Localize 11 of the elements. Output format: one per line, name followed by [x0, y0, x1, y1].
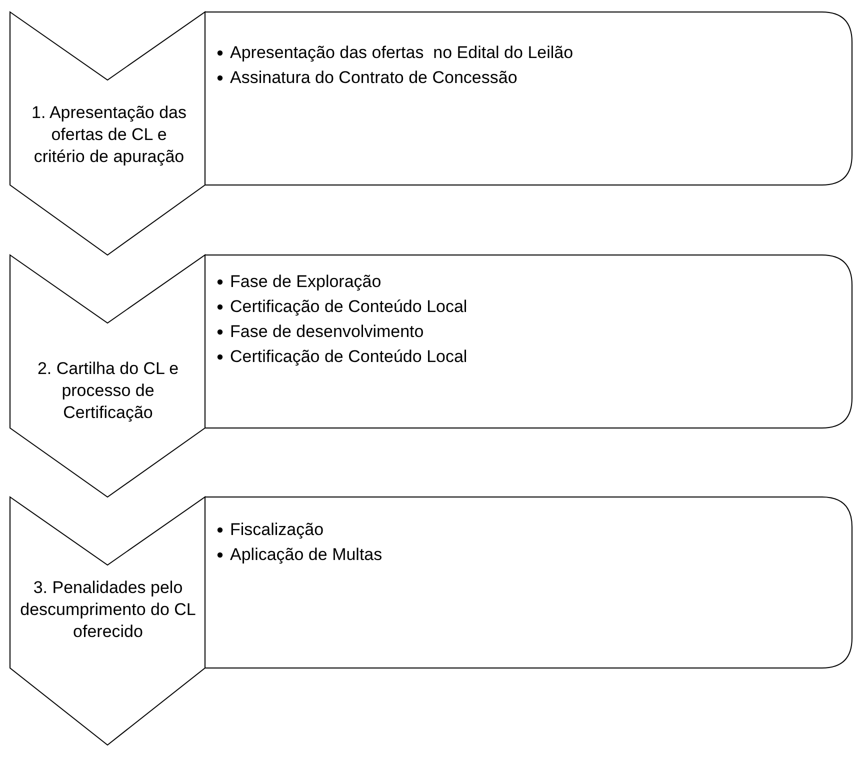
bullet-item: Fase de Exploração	[230, 271, 382, 293]
bullet-item: Apresentação das ofertas no Edital do Leilão	[230, 42, 574, 64]
bullet-item: Assinatura do Contrato de Concessão	[230, 67, 518, 89]
bullet-item: Fiscalização	[230, 519, 324, 541]
bullet-item: Aplicação de Multas	[230, 544, 382, 566]
bullet-item: Certificação de Conteúdo Local	[230, 346, 468, 368]
bullet-item: Fase de desenvolvimento	[230, 321, 424, 343]
step-label: 3. Penalidades pelo descumprimento do CL oferecido	[19, 577, 197, 643]
bullet-item: Certificação de Conteúdo Local	[230, 296, 468, 318]
step-label: 1. Apresentação das ofertas de CL e critério de apuração	[30, 102, 188, 168]
step-label: 2. Cartilha do CL e processo de Certificação	[36, 358, 180, 424]
